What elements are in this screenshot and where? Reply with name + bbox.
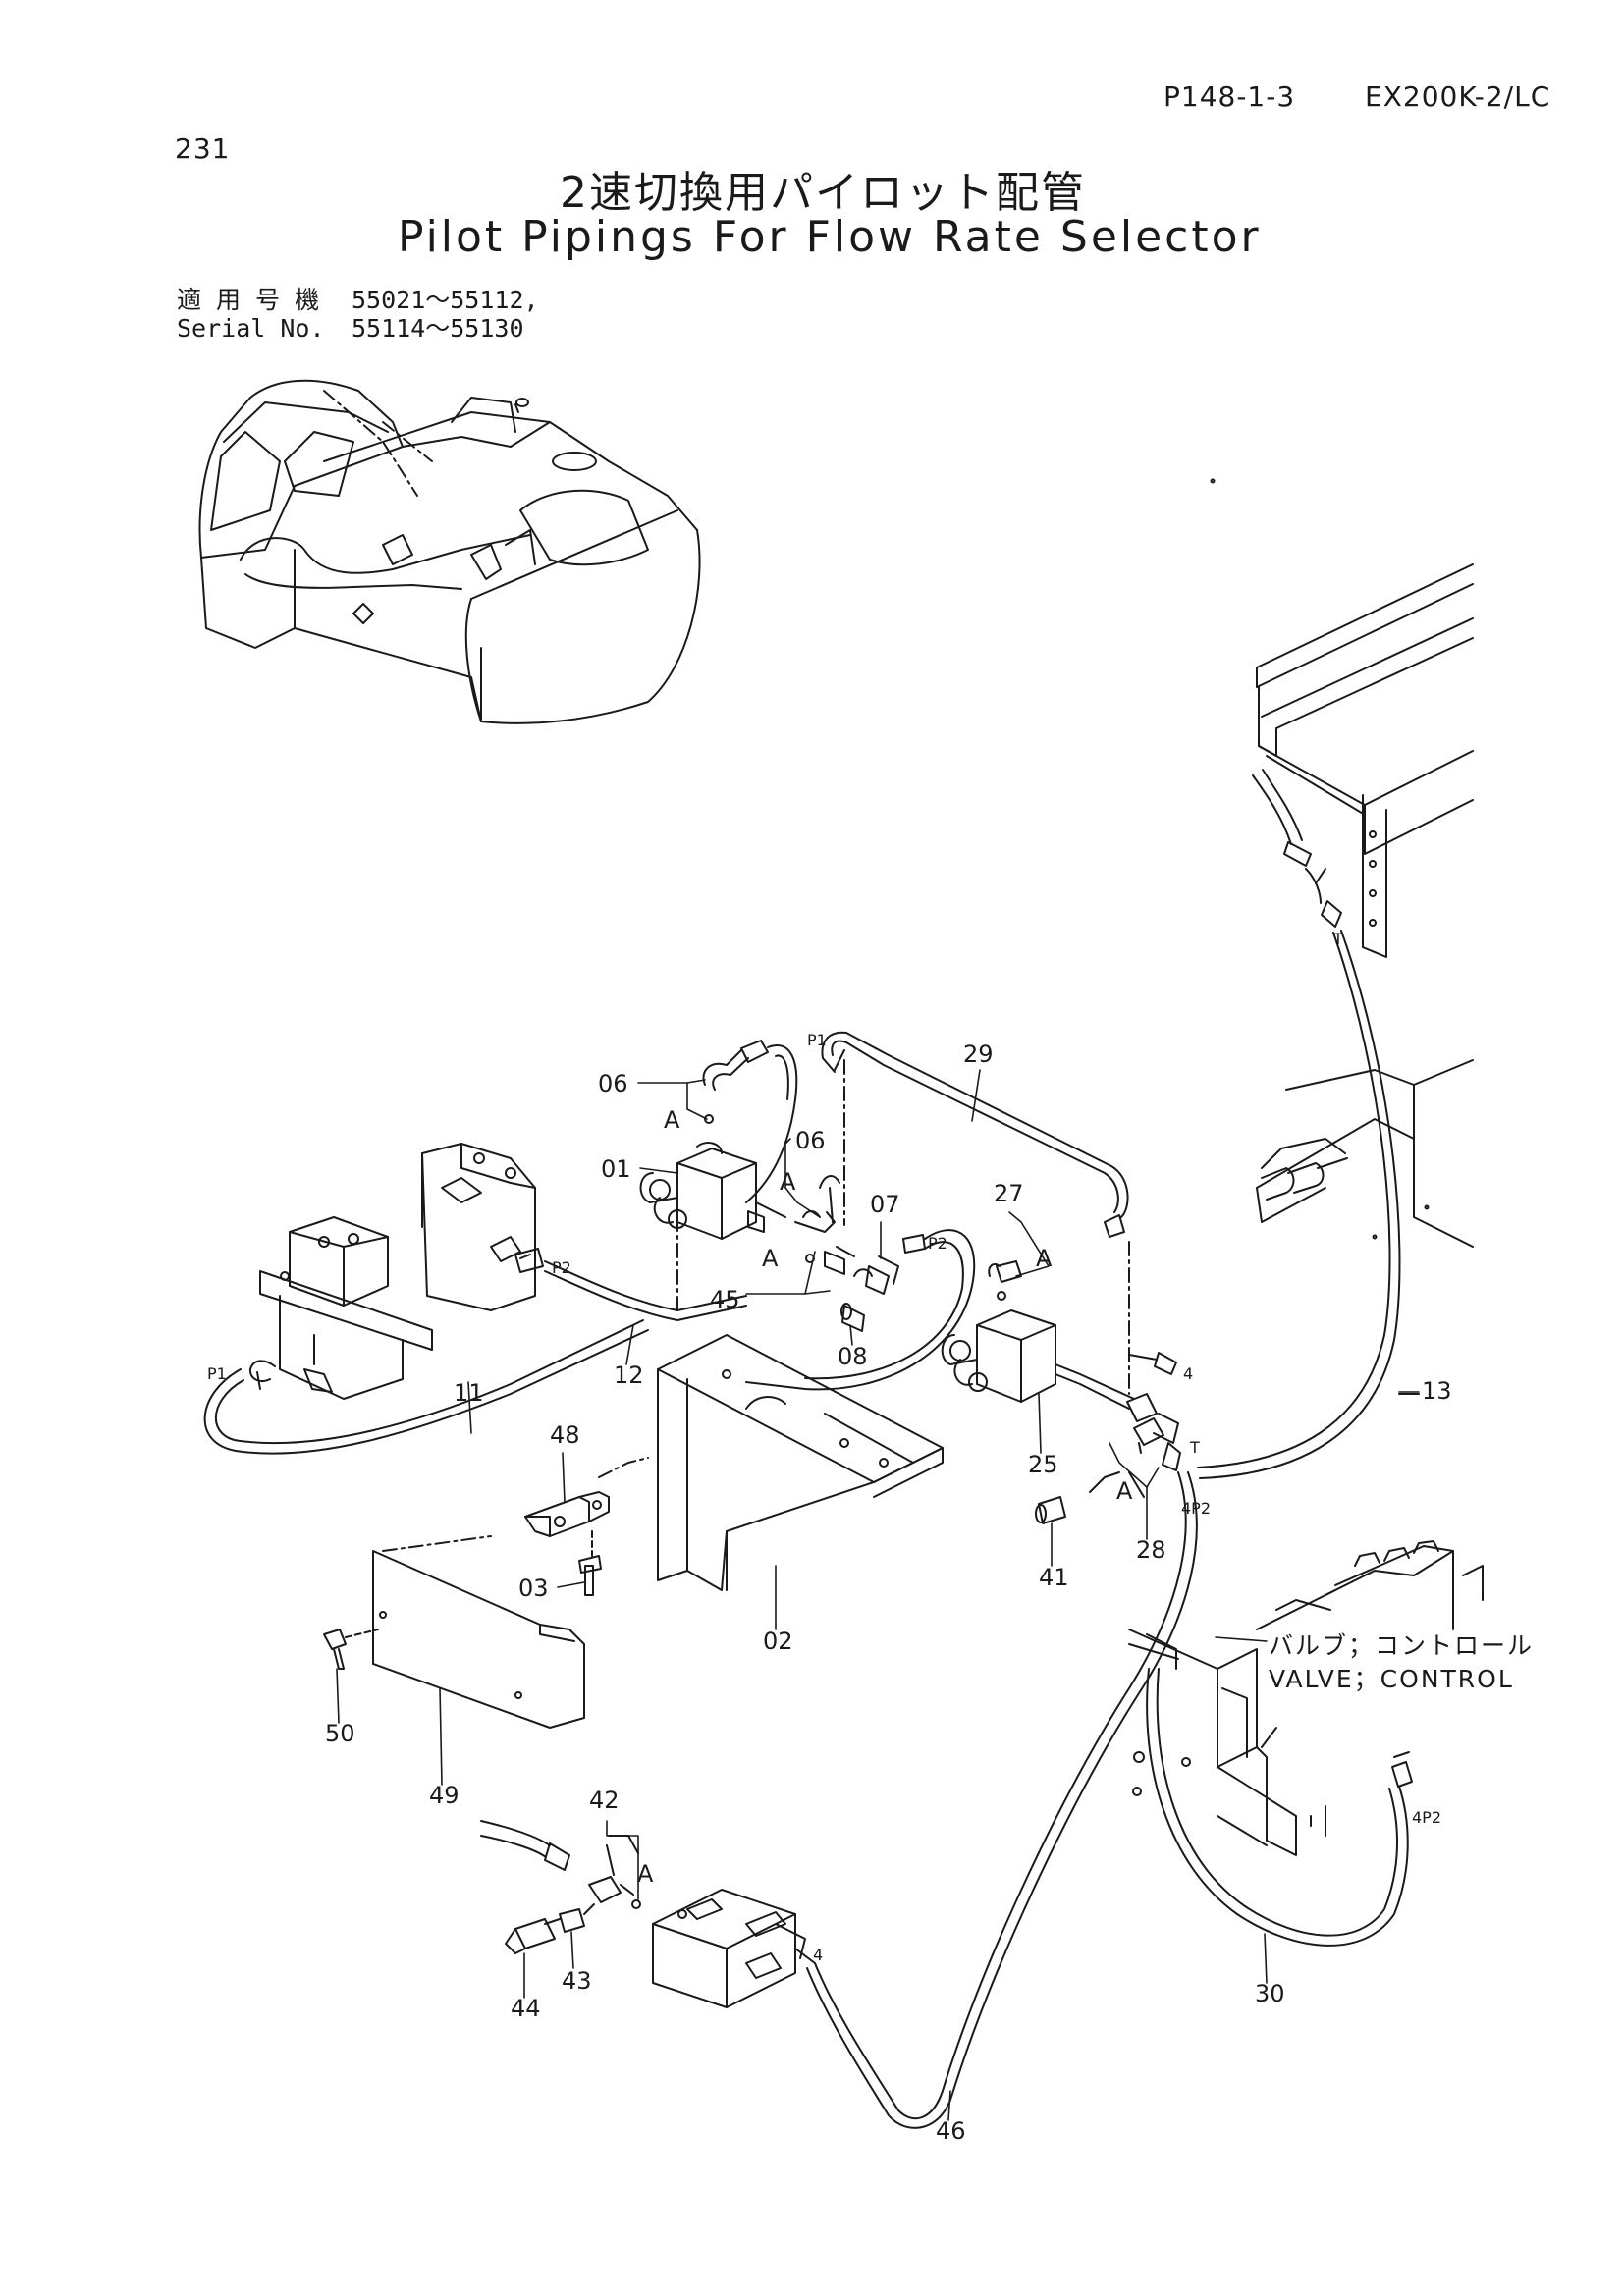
- part-44: 44: [511, 1995, 541, 2022]
- port-label-4-upper: 4: [1183, 1364, 1194, 1383]
- part-08: 08: [838, 1343, 868, 1370]
- port-label-4-lower: 4: [813, 1946, 824, 1964]
- callout-jp: バルブ；コントロール: [1269, 1631, 1535, 1660]
- callout-control-valve: バルブ；コントロール VALVE；CONTROL: [1269, 1629, 1534, 1696]
- part-42: 42: [589, 1787, 620, 1814]
- bracket-02: [658, 1335, 943, 1590]
- part-29: 29: [963, 1041, 994, 1068]
- part-06-lower: 06: [795, 1127, 826, 1154]
- part-03: 03: [518, 1575, 549, 1602]
- leader-lines: [337, 1070, 1419, 2120]
- title-japanese: 2速切換用パイロット配管: [560, 168, 1086, 218]
- port-label-t: T: [1190, 1438, 1200, 1457]
- part-41: 41: [1039, 1564, 1069, 1591]
- fittings-cluster: [746, 1176, 974, 1389]
- misc-marks: [1212, 480, 1429, 1239]
- part-49: 49: [429, 1782, 460, 1809]
- part-28: 28: [1136, 1536, 1166, 1564]
- serial-block: 適 用 号 機 Serial No.: [177, 286, 325, 344]
- frame-rail: [1253, 564, 1473, 1247]
- part-06-upper: 06: [598, 1070, 628, 1097]
- part-30: 30: [1255, 1980, 1285, 2007]
- part-25: 25: [1028, 1451, 1058, 1478]
- marker-a-1: A: [664, 1106, 680, 1134]
- part-12: 12: [614, 1362, 644, 1389]
- serial-label-jp: 適 用 号 機: [177, 286, 320, 314]
- valve-block-01: [641, 1041, 797, 1239]
- serial-range-1: 55021～55112,: [352, 286, 539, 314]
- bottom-valve-block: [481, 1821, 805, 2007]
- page-number: 231: [175, 133, 231, 165]
- cover-49: [324, 1536, 584, 1728]
- part-46: 46: [936, 2117, 966, 2145]
- title-english: Pilot Pipings For Flow Rate Selector: [398, 212, 1262, 262]
- port-label-p1-top: P1: [807, 1031, 827, 1049]
- part-43: 43: [562, 1967, 592, 1995]
- clamp-48: [525, 1458, 648, 1595]
- model-name: EX200K-2/LC: [1365, 80, 1551, 113]
- pipe-29: [822, 1033, 1129, 1394]
- serial-ranges: 55021～55112, 55114～55130: [352, 286, 539, 344]
- callout-en: VALVE；CONTROL: [1269, 1664, 1514, 1693]
- marker-a-2: A: [780, 1168, 796, 1196]
- port-label-t-top: T: [1333, 930, 1343, 948]
- serial-range-2: 55114～55130: [352, 313, 524, 343]
- excavator-overview: [200, 381, 700, 723]
- part-01: 01: [601, 1155, 631, 1183]
- port-label-4p2-right: 4P2: [1412, 1808, 1442, 1827]
- part-13: 13: [1422, 1377, 1452, 1405]
- pilot-lever-assembly: [205, 1144, 746, 1454]
- part-07: 07: [870, 1191, 900, 1218]
- page-code: P148-1-3: [1163, 80, 1296, 113]
- marker-a-3: A: [762, 1245, 779, 1272]
- part-02: 02: [763, 1628, 793, 1655]
- valve-block-25: [943, 1261, 1180, 1523]
- control-valve: [1129, 1541, 1483, 1946]
- hose-4p2: [795, 1472, 1197, 2128]
- port-label-p1-left: P1: [207, 1364, 227, 1383]
- marker-a-5: A: [1116, 1477, 1133, 1505]
- serial-label-en: Serial No.: [177, 313, 325, 343]
- hose-13: [1198, 901, 1419, 1478]
- part-50: 50: [325, 1720, 355, 1747]
- part-48: 48: [550, 1421, 580, 1449]
- marker-a-6: A: [637, 1860, 654, 1888]
- part-27: 27: [994, 1180, 1024, 1207]
